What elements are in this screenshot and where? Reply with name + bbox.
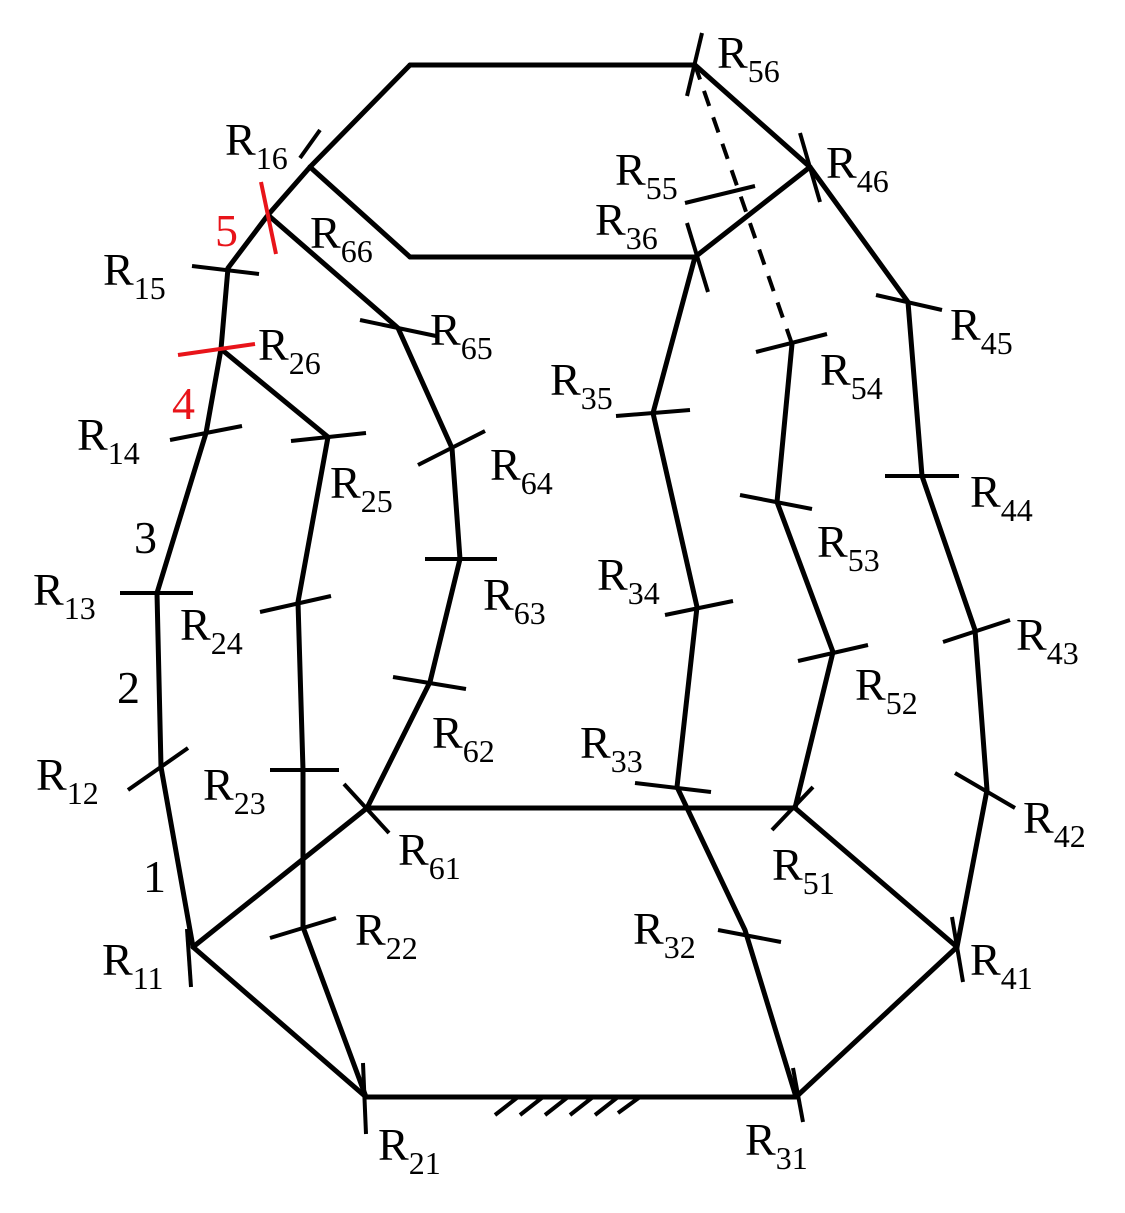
label-r54: R54 — [820, 344, 883, 406]
upper-platform — [307, 62, 813, 260]
segment-number-2: 2 — [117, 662, 140, 713]
label-r61: R61 — [398, 824, 461, 886]
label-r46: R46 — [826, 137, 889, 199]
joint-labels: R11 R12 R13 R14 R15 R16 R21 R22 R23 R24 … — [33, 27, 1086, 1181]
lower-platform — [190, 805, 960, 1100]
joint-ticks — [120, 32, 1017, 1135]
label-r23: R23 — [203, 759, 266, 821]
label-r21: R21 — [378, 1119, 441, 1181]
segment-number-3: 3 — [134, 512, 157, 563]
label-r41: R41 — [970, 934, 1033, 996]
segment-number-5: 5 — [215, 205, 238, 256]
label-r35: R35 — [550, 354, 613, 416]
label-r15: R15 — [103, 244, 166, 306]
label-r11: R11 — [102, 934, 164, 996]
label-r64: R64 — [490, 439, 553, 501]
highlighted-joints — [177, 181, 278, 357]
label-r53: R53 — [817, 516, 880, 578]
label-r25: R25 — [330, 457, 393, 519]
chain-6 — [265, 212, 463, 811]
label-r32: R32 — [633, 903, 696, 965]
label-r34: R34 — [597, 549, 660, 611]
label-r56: R56 — [717, 27, 780, 89]
label-r26: R26 — [258, 319, 321, 381]
label-r44: R44 — [970, 466, 1033, 528]
segment-number-4: 4 — [172, 378, 195, 429]
chain-5 — [693, 64, 836, 811]
chain-4 — [807, 164, 990, 950]
segment-number-1: 1 — [143, 851, 166, 902]
label-r33: R33 — [580, 717, 643, 779]
ground-hatching — [493, 1095, 642, 1117]
chain-2 — [218, 346, 369, 1100]
label-r63: R63 — [483, 569, 546, 631]
label-r22: R22 — [355, 904, 418, 966]
label-r43: R43 — [1016, 609, 1079, 671]
label-r14: R14 — [77, 409, 140, 471]
label-r51: R51 — [772, 839, 835, 901]
label-r52: R52 — [855, 659, 918, 721]
label-r13: R13 — [33, 564, 96, 626]
ground-link — [363, 1094, 799, 1117]
label-r62: R62 — [432, 707, 495, 769]
segment-numbers: 1 2 3 4 5 — [117, 205, 238, 902]
label-r55: R55 — [615, 144, 678, 206]
label-r24: R24 — [180, 599, 243, 661]
label-r12: R12 — [36, 749, 99, 811]
chain-1 — [154, 164, 313, 950]
label-r66: R66 — [310, 207, 373, 269]
label-r45: R45 — [950, 299, 1013, 361]
label-r31: R31 — [745, 1114, 808, 1176]
chain-3 — [650, 254, 799, 1100]
label-r65: R65 — [430, 304, 493, 366]
label-r36: R36 — [595, 194, 658, 256]
label-r16: R16 — [225, 114, 288, 176]
label-r42: R42 — [1023, 792, 1086, 854]
